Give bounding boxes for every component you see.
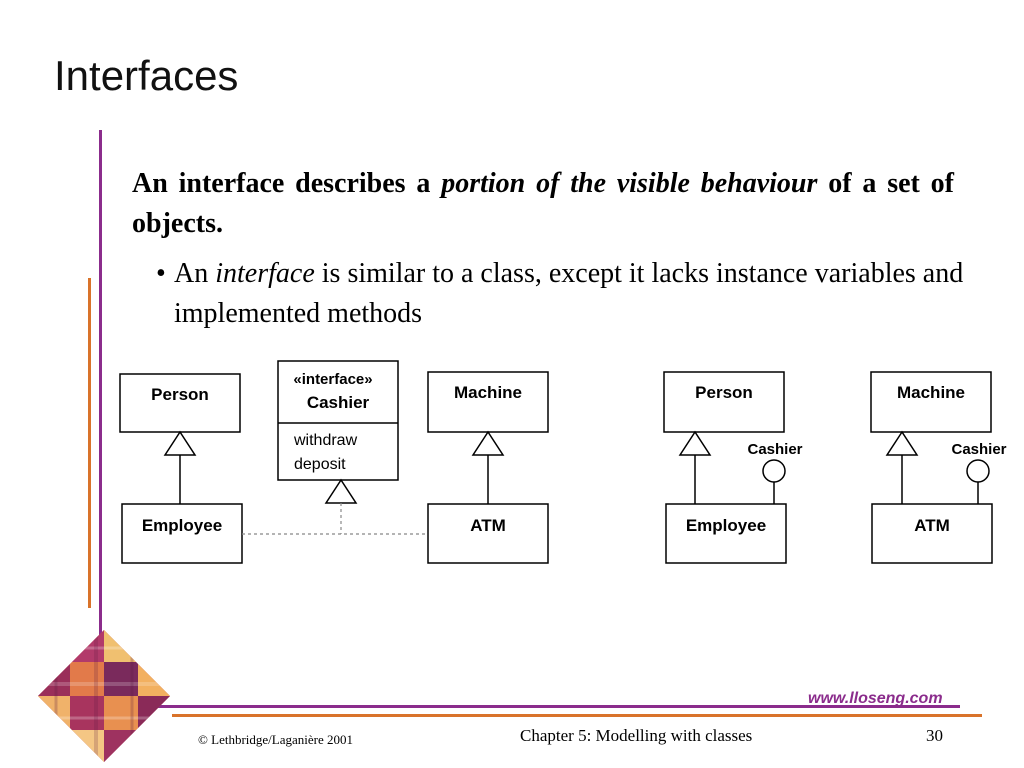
employee-label-right: Employee: [686, 516, 766, 535]
atm-label: ATM: [470, 516, 506, 535]
purple-horizontal-rule: [150, 705, 960, 708]
purple-vertical-rule: [99, 130, 102, 650]
mosaic-logo: [38, 630, 170, 762]
person-class-box-right: [663, 371, 785, 433]
website-link[interactable]: www.lloseng.com: [808, 690, 943, 707]
bullet-text-end: is similar to a class, except it lacks i…: [174, 258, 964, 329]
footer-copyright: © Lethbridge/Laganière 2001: [198, 732, 353, 747]
deposit-operation: deposit: [294, 456, 346, 473]
withdraw-operation: withdraw: [293, 432, 358, 449]
atm-class-box: [427, 503, 549, 564]
interface-stereotype-label: «interface»: [293, 371, 372, 388]
employee-label: Employee: [142, 516, 222, 535]
bullet-point: • An interface is similar to a class, ex…: [156, 254, 966, 334]
orange-horizontal-rule: [172, 714, 982, 717]
bullet-glyph: •: [156, 258, 166, 289]
generalization-triangle: [885, 430, 919, 456]
main-statement: An interface describes a portion of the …: [132, 164, 954, 244]
slide-title: Interfaces: [54, 52, 239, 99]
person-label-right: Person: [695, 383, 753, 402]
realization-triangle: [324, 478, 358, 504]
employee-class-box: [121, 503, 243, 564]
cashier-name-label: Cashier: [307, 393, 370, 412]
atm-class-box-right: [871, 503, 993, 564]
bullet-text-start: An: [174, 258, 216, 289]
machine-label: Machine: [454, 383, 522, 402]
machine-class-box: [427, 371, 549, 433]
bullet-emphasis: interface: [215, 258, 315, 289]
cashier-lollipop-label-2: Cashier: [951, 441, 1006, 458]
orange-vertical-rule: [88, 278, 91, 608]
machine-class-box-right: [870, 371, 992, 433]
generalization-triangle: [471, 430, 505, 456]
interface-lollipop-circle: [762, 459, 786, 483]
cashier-interface-box: [277, 360, 399, 481]
bullet-text: An interface is similar to a class, exce…: [156, 254, 966, 334]
person-class-box: [119, 373, 241, 433]
generalization-triangle: [678, 430, 712, 456]
employee-class-box-right: [665, 503, 787, 564]
footer-chapter: Chapter 5: Modelling with classes: [520, 726, 753, 745]
machine-label-right: Machine: [897, 383, 965, 402]
cashier-lollipop-label-1: Cashier: [747, 441, 802, 458]
page-number: 30: [926, 726, 943, 745]
interface-lollipop-circle: [966, 459, 990, 483]
generalization-triangle: [163, 430, 197, 456]
atm-label-right: ATM: [914, 516, 950, 535]
statement-text: An interface describes a: [132, 168, 442, 199]
person-label: Person: [151, 385, 209, 404]
statement-emphasis: portion of the visible behaviour: [441, 168, 818, 199]
statement-text-end: of a set of objects.: [132, 168, 954, 239]
